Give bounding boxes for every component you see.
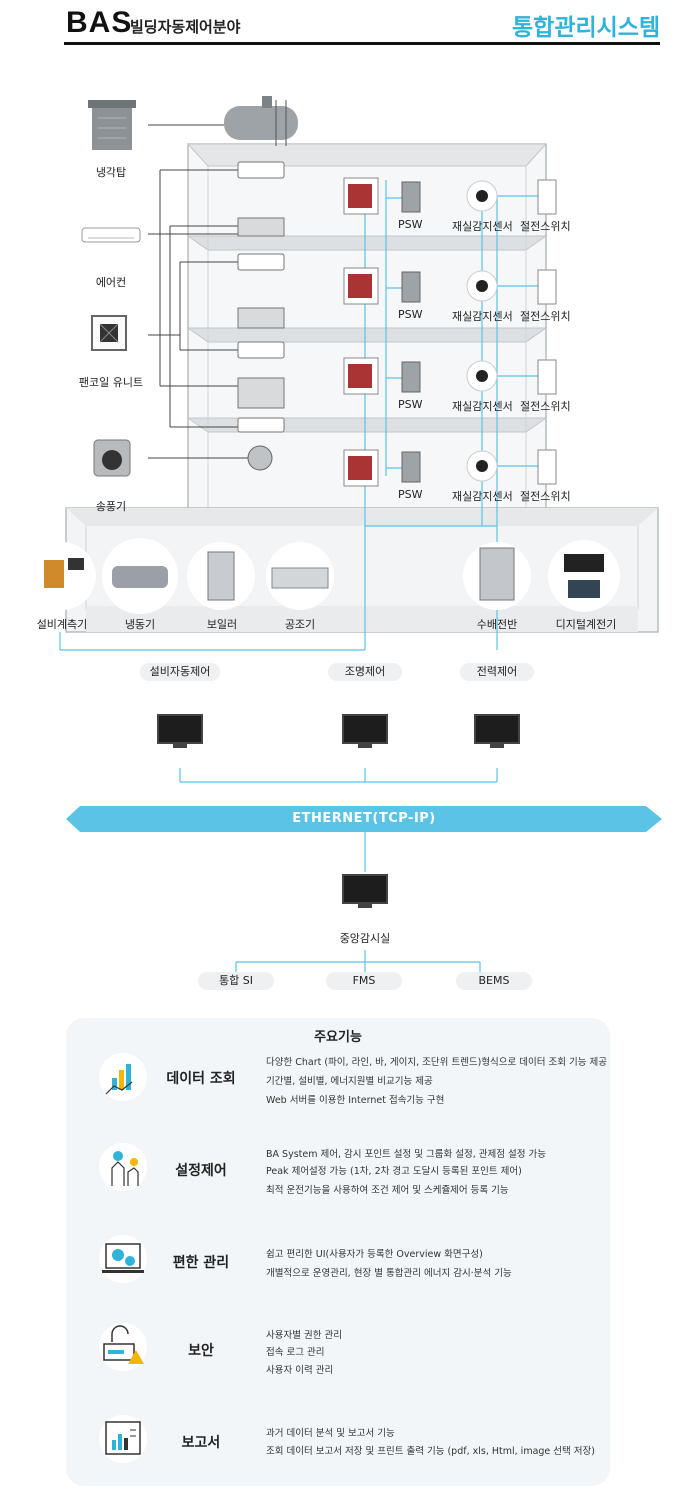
label-chiller: 냉동기 (124, 618, 156, 631)
pill-fms: FMS (326, 972, 402, 990)
label-ahu: 공조기 (284, 618, 316, 631)
feature-security-line-2: 접속 로그 관리 (266, 1347, 325, 1358)
label-energy-switch-4: 절전스위치 (520, 490, 571, 503)
bas-diagram (28, 96, 662, 972)
header-code: BAS (66, 6, 133, 39)
ethernet-banner (66, 806, 662, 832)
feature-name-report: 보고서 (181, 1435, 221, 1451)
touch-control-icon (99, 1143, 147, 1191)
label-energy-switch-2: 절전스위치 (520, 310, 571, 323)
cooling-tower-icon (88, 100, 136, 150)
features-title: 주요기능 (314, 1030, 362, 1045)
pill-integrated-si: 통합 SI (198, 972, 274, 990)
monitor-stand (358, 904, 372, 908)
report-icon (99, 1415, 147, 1463)
feature-security-line-1: 사용자별 권한 관리 (266, 1330, 342, 1341)
label-central-room: 중앙감시실 (339, 932, 391, 945)
features-panel (66, 1018, 610, 1486)
feature-setting-line-1: BA System 제어, 감시 포인트 설정 및 그룹화 설정, 관제점 설정… (266, 1149, 546, 1160)
monitor-power (474, 714, 520, 744)
ethernet-label: ETHERNET(TCP-IP) (292, 811, 436, 826)
pill-facility-control: 설비자동제어 (140, 663, 220, 681)
feature-setting-line-3: 최적 운전기능을 사용하여 조건 제어 및 스케쥴제어 등록 기능 (266, 1185, 509, 1196)
fan-coil-unit-icon (91, 315, 127, 351)
label-psw-2: PSW (398, 308, 423, 321)
feature-name-setting: 설정제어 (175, 1163, 227, 1179)
header-subtitle: 빌딩자동제어분야 (130, 18, 241, 36)
label-blower: 송풍기 (95, 500, 127, 513)
label-psw-4: PSW (398, 488, 423, 501)
basement-equipment-icons (28, 538, 620, 614)
feature-report-line-1: 과거 데이터 분석 및 보고서 기능 (266, 1428, 395, 1439)
feature-name-security: 보안 (188, 1343, 214, 1359)
data-chart-icon (99, 1053, 147, 1101)
monitor-facility (157, 714, 203, 744)
feature-name-management: 편한 관리 (172, 1255, 230, 1271)
pill-lighting-control: 조명제어 (328, 663, 402, 681)
label-cooling-tower: 냉각탑 (95, 166, 127, 179)
label-occupancy-sensor-4: 재실감지센서 (452, 490, 513, 503)
label-psw-1: PSW (398, 218, 423, 231)
feature-data-line-1: 다양한 Chart (파이, 라인, 바, 게이지, 조단위 트렌드)형식으로 … (266, 1057, 608, 1068)
label-occupancy-sensor-3: 재실감지센서 (452, 400, 513, 413)
label-psw-3: PSW (398, 398, 423, 411)
monitor-stand (173, 744, 187, 748)
pill-power-control: 전력제어 (460, 663, 534, 681)
feature-setting-line-2: Peak 제어설정 가능 (1차, 2차 경고 도달시 등록된 포인트 제어) (266, 1166, 522, 1177)
blower-icon (93, 439, 131, 477)
label-switchboard: 수배전반 (476, 618, 518, 631)
label-air-conditioner: 에어컨 (95, 276, 127, 289)
label-energy-switch-1: 절전스위치 (520, 220, 571, 233)
label-occupancy-sensor-2: 재실감지센서 (452, 310, 513, 323)
feature-management-line-1: 쉽고 편리한 UI(사용자가 등록한 Overview 화면구성) (266, 1249, 483, 1260)
air-conditioner-icon (81, 227, 141, 243)
indoor-units (237, 161, 285, 471)
monitor-wiring (179, 768, 498, 972)
floor-devices (343, 177, 557, 487)
feature-name-data: 데이터 조회 (166, 1071, 236, 1087)
label-meter: 설비계측기 (36, 618, 88, 631)
label-boiler: 보일러 (206, 618, 238, 631)
feature-report-line-2: 조회 데이터 보고서 저장 및 프린트 출력 기능 (pdf, xls, Htm… (266, 1446, 595, 1457)
label-fan-coil-unit: 팬코일 유니트 (78, 376, 144, 389)
feature-data-line-3: Web 서버를 이용한 Internet 접속기능 구현 (266, 1095, 445, 1106)
monitor-central (342, 874, 388, 904)
feature-management-line-2: 개별적으로 운영관리, 현장 별 통합관리 에너지 감시·분석 기능 (266, 1268, 512, 1279)
security-lock-icon (99, 1323, 147, 1371)
header-rule (64, 42, 660, 45)
label-energy-switch-3: 절전스위치 (520, 400, 571, 413)
label-occupancy-sensor-1: 재실감지센서 (452, 220, 513, 233)
header-right-title: 통합관리시스템 (512, 15, 661, 41)
tank-icon (224, 96, 298, 146)
feature-data-line-2: 기간별, 설비별, 에너지원별 비교기능 제공 (266, 1076, 433, 1087)
equipment-connectors (148, 124, 248, 459)
label-digital-relay: 디지털계전기 (555, 618, 617, 631)
feature-security-line-3: 사용자 이력 관리 (266, 1365, 334, 1376)
monitor-lighting (342, 714, 388, 744)
gear-monitor-icon (99, 1235, 147, 1283)
pill-bems: BEMS (456, 972, 532, 990)
monitor-stand (490, 744, 504, 748)
monitor-stand (358, 744, 372, 748)
